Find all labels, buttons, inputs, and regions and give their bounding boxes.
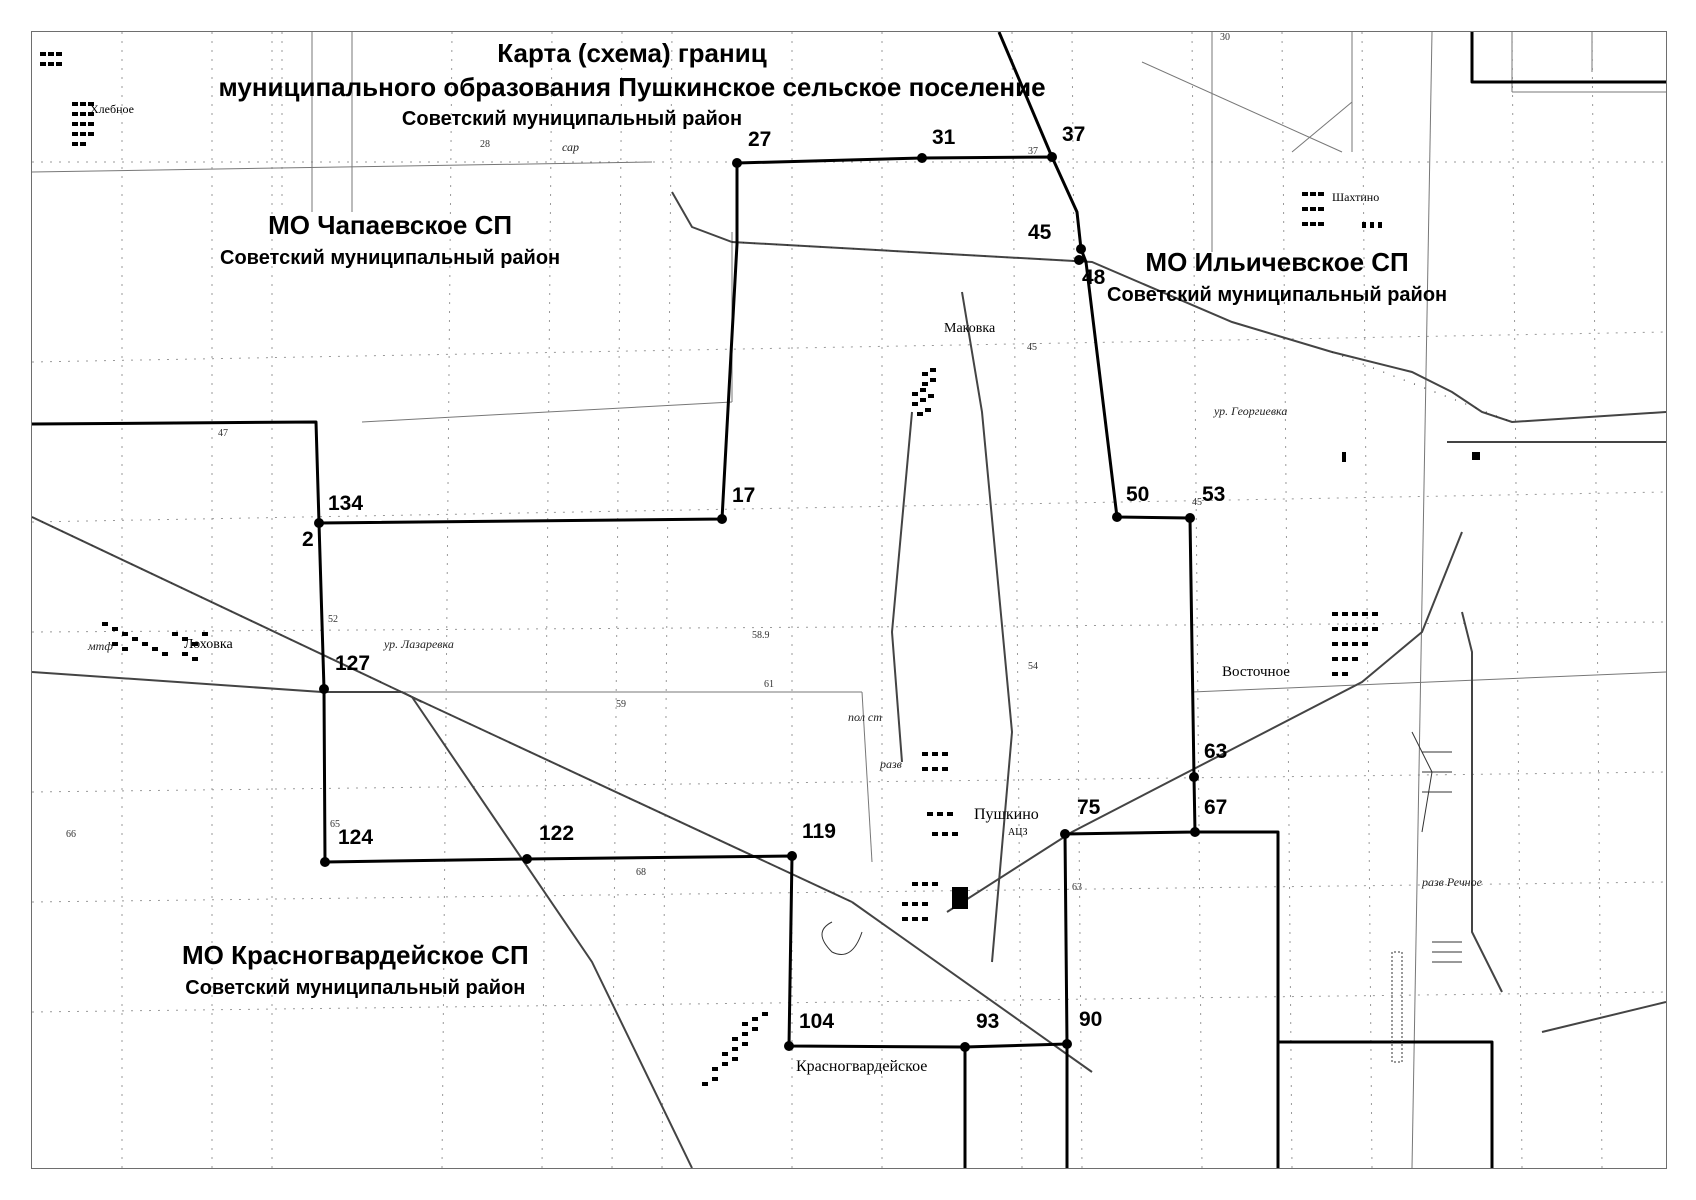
contour-66: 66: [66, 829, 76, 840]
boundary-point-48: 48: [1082, 266, 1106, 289]
map-subtitle: муниципального образования Пушкинское се…: [218, 72, 1046, 102]
map-district: Советский муниципальный район: [401, 108, 743, 130]
neighbor-district: Советский муниципальный район: [1107, 284, 1448, 306]
settlement-krasnogvardeyskoe: Красногвардейское: [796, 1058, 928, 1075]
settlement-shakhtino: Шахтино: [1332, 190, 1380, 204]
boundary-point-90: 90: [1079, 1008, 1103, 1031]
boundary-point-45: 45: [1028, 221, 1052, 244]
contour-28: 28: [480, 139, 490, 150]
boundary-point-122: 122: [539, 822, 575, 845]
settlement-lokhovka: Лоховка: [184, 637, 233, 652]
boundary-point-93: 93: [976, 1010, 1000, 1033]
neighbor-label-krasnogvardeyskoe: МО Красногвардейское СП Советский муници…: [182, 940, 529, 1000]
neighbor-label-chapaevskoe: МО Чапаевское СП Советский муниципальный…: [220, 210, 560, 270]
contour-45b: 45: [1192, 497, 1202, 508]
boundary-point-37: 37: [1062, 123, 1086, 146]
neighbor-name: МО Ильичевское СП: [1145, 247, 1409, 277]
boundary-point-127: 127: [335, 652, 371, 675]
boundary-point-2: 2: [302, 528, 314, 551]
field-lines: [32, 32, 1666, 1168]
feature-pol-st: пол ст: [848, 710, 882, 724]
settlement-blocks: [40, 52, 1480, 1086]
field-grid: [32, 32, 1666, 1168]
boundary-point-124: 124: [338, 826, 374, 849]
feature-sar: сар: [562, 140, 580, 154]
settlement-makovka: Маковка: [944, 321, 996, 336]
contour-30: 30: [1220, 32, 1230, 43]
contour-45a: 45: [1027, 342, 1037, 353]
boundary-nodes: [314, 152, 1200, 1052]
boundary-point-63: 63: [1204, 740, 1228, 763]
feature-razv-1: разв: [880, 757, 902, 771]
municipal-boundaries: [32, 32, 1666, 1168]
map-frame[interactable]: Карта (схема) границ муниципального обра…: [31, 31, 1667, 1169]
boundary-point-17: 17: [732, 484, 756, 507]
neighbor-district: Советский муниципальный район: [220, 247, 561, 269]
contour-54: 54: [1028, 661, 1038, 672]
map-canvas: [32, 32, 1666, 1168]
contour-47: 47: [218, 428, 228, 439]
boundary-point-53: 53: [1202, 483, 1226, 506]
contour-59: 59: [616, 699, 626, 710]
boundary-point-27: 27: [748, 128, 772, 151]
neighbor-district: Советский муниципальный район: [185, 977, 526, 999]
map-title: Карта (схема) границ: [497, 38, 767, 68]
contour-61: 61: [764, 679, 774, 690]
settlement-pushkino-sub: АЦЗ: [1008, 827, 1028, 838]
contour-63: 63: [1072, 882, 1082, 893]
settlement-khlebnoe: Хлебное: [90, 102, 134, 116]
settlement-pushkino: Пушкино: [974, 806, 1039, 823]
contour-52: 52: [328, 614, 338, 625]
boundary-point-134: 134: [328, 492, 364, 515]
contour-58-9: 58.9: [752, 630, 770, 641]
feature-mtf: мтф: [88, 639, 113, 653]
contour-68: 68: [636, 867, 646, 878]
rail-ticks: [32, 241, 1513, 903]
boundary-point-31: 31: [932, 126, 956, 149]
boundary-point-75: 75: [1077, 796, 1101, 819]
contour-37: 37: [1028, 146, 1038, 157]
neighbor-name: МО Чапаевское СП: [268, 210, 513, 240]
feature-ur-lazarevka: ур. Лазаревка: [384, 637, 454, 651]
boundary-point-50: 50: [1126, 483, 1150, 506]
boundary-point-119: 119: [802, 820, 836, 843]
settlement-vostochnoe: Восточное: [1222, 664, 1290, 680]
boundary-point-67: 67: [1204, 796, 1228, 819]
terrain-marks: [821, 731, 1462, 1063]
neighbor-label-ilichevskoe: МО Ильичевское СП Советский муниципальны…: [1107, 247, 1447, 307]
neighbor-name: МО Красногвардейское СП: [182, 940, 529, 970]
contour-65: 65: [330, 819, 340, 830]
boundary-point-104: 104: [799, 1010, 835, 1033]
feature-ur-georgievka: ур. Георгиевка: [1214, 404, 1288, 418]
feature-razv-rechnoe: разв Речное: [1422, 875, 1482, 889]
